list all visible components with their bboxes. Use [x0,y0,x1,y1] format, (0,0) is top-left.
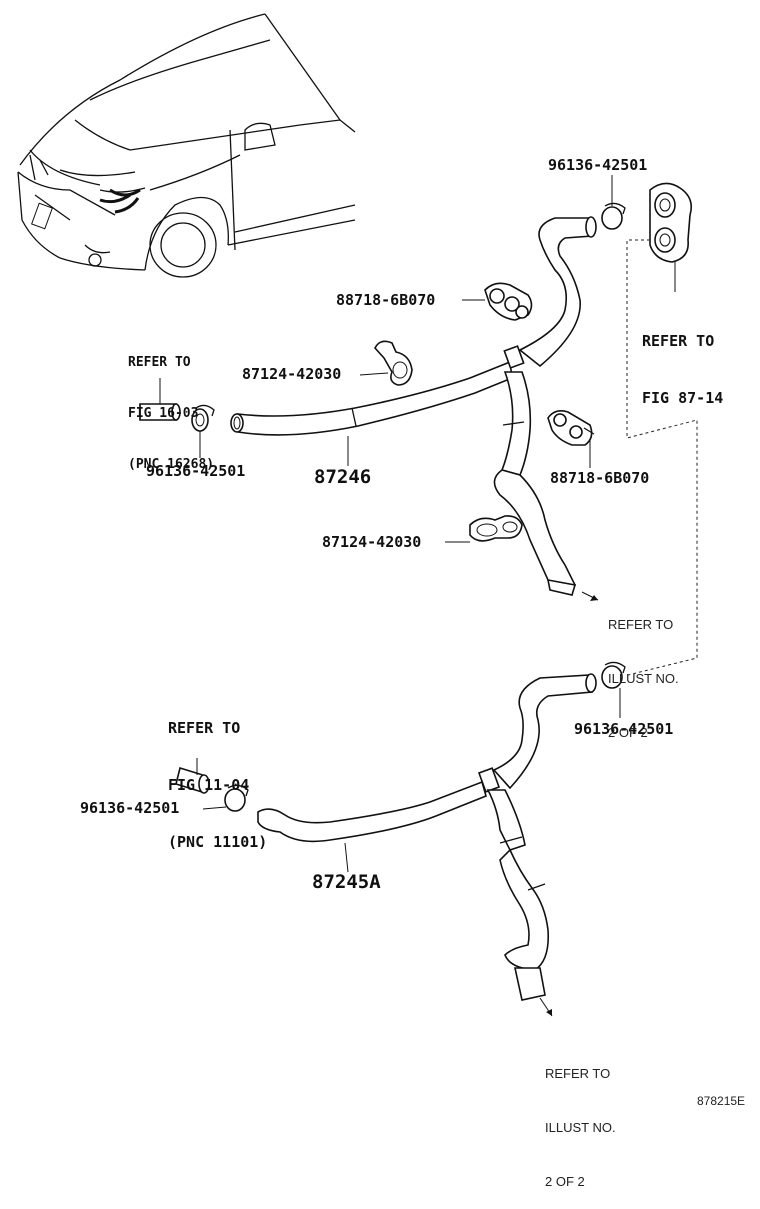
hose-clip-middle [469,515,523,542]
ref-illust-upper-line3: 2 OF 2 [608,725,648,740]
ref-fig-11-04-line1: REFER TO [168,719,241,737]
ref-fig-16-03-line2: FIG 16-03 [128,406,199,421]
part-number-clamp-left-upper[interactable]: 96136-42501 [146,462,246,480]
vehicle-illustration [17,13,356,278]
hose-clamp-top [601,202,626,230]
ref-fig-87-14[interactable]: REFER TO FIG 87-14 [642,294,723,427]
leader-lines [159,175,676,1017]
part-number-bracket-middle[interactable]: 88718-6B070 [550,469,650,487]
ref-fig-16-03[interactable]: REFER TO FIG 16-03 (PNC 16268) [128,320,214,490]
ref-illust-lower-line3: 2 OF 2 [545,1174,585,1189]
part-number-bracket-upper[interactable]: 88718-6B070 [336,291,436,309]
part-number-clip-upper[interactable]: 87124-42030 [242,365,342,383]
part-number-hose-upper[interactable]: 87246 [314,466,372,488]
hose-clamp-lower-left [224,784,249,812]
ref-fig-16-03-line3: (PNC 16268) [128,457,215,472]
ref-fig-16-03-line1: REFER TO [128,355,191,370]
part-number-clip-middle[interactable]: 87124-42030 [322,533,422,551]
grommet-plate [649,182,693,263]
ref-fig-87-14-line1: REFER TO [642,332,715,350]
ref-illust-upper-line2: ILLUST NO. [608,671,679,686]
ref-fig-11-04[interactable]: REFER TO FIG 11-04 (PNC 11101) [168,681,267,871]
lower-hose-assembly [257,673,597,1001]
hose-clamp-lower-right [601,661,626,689]
hose-clip-upper [374,340,413,386]
diagram-drawing [17,13,698,1017]
ref-illust-lower-line2: ILLUST NO. [545,1120,616,1135]
ref-fig-87-14-line2: FIG 87-14 [642,389,724,407]
part-number-clamp-lower-left[interactable]: 96136-42501 [80,799,180,817]
part-number-clamp-lower-right[interactable]: 96136-42501 [574,720,674,738]
ref-illust-upper-line1: REFER TO [608,617,674,632]
part-number-clamp-top[interactable]: 96136-42501 [548,156,648,174]
ref-illust-lower-line1: REFER TO [545,1066,611,1081]
ref-illust-upper[interactable]: REFER TO ILLUST NO. 2 OF 2 [608,580,679,760]
ref-fig-11-04-line3: (PNC 11101) [168,833,268,851]
pipe-stub-upper-left [139,403,181,421]
hose-bracket-upper [484,282,533,321]
figure-code: 878215E [697,1094,746,1108]
part-number-hose-lower[interactable]: 87245A [312,871,381,893]
upper-hose-assembly [230,216,597,596]
dashed-reference-lines [626,239,698,676]
parts-diagram: 96136-42501 88718-6B070 87124-42030 9613… [17,13,746,1189]
ref-fig-11-04-line2: FIG 11-04 [168,776,250,794]
ref-illust-lower[interactable]: REFER TO ILLUST NO. 2 OF 2 [545,1029,616,1209]
hose-clamp-left-upper [191,404,215,432]
hose-bracket-middle [547,410,595,446]
